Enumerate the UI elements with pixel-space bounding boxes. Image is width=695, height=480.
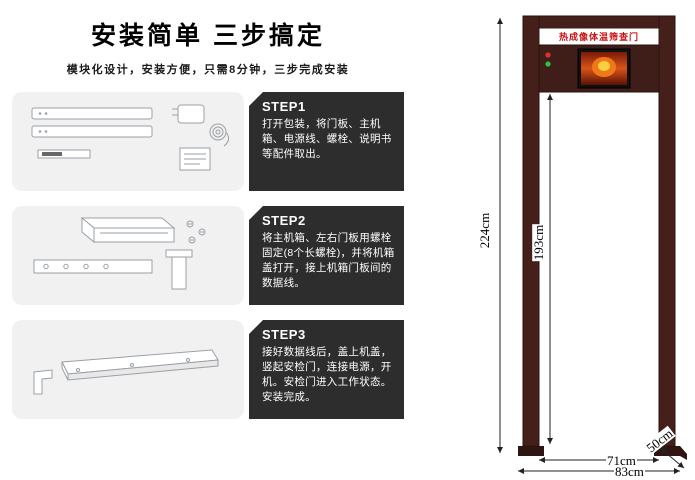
dim-total-height: 224cm	[477, 211, 493, 250]
step2-assembly-sketch	[33, 216, 206, 290]
dim-outer-width: 83cm	[614, 464, 645, 479]
product-figure: 热成像体温筛查门 224cm 193cm 50cm 71cm 83cm	[477, 4, 692, 479]
install-guide: 安装简单 三步搞定 模块化设计，安装方便，只需8分钟，三步完成安装	[12, 16, 404, 419]
walkthrough-door-drawing	[497, 15, 687, 474]
dimension-lines	[497, 18, 685, 474]
step1-text: 打开包装，将门板、主机箱、电源线、螺栓、说明书等配件取出。	[262, 118, 392, 160]
left-foot	[518, 446, 544, 456]
step-row-2: STEP2 将主机箱、左右门板用螺栓固定(8个长螺栓)，并将机箱盖打开，接上机箱…	[12, 206, 404, 305]
step2-box: STEP2 将主机箱、左右门板用螺栓固定(8个长螺栓)，并将机箱盖打开，接上机箱…	[249, 206, 404, 305]
step3-panel-sketch	[33, 349, 219, 395]
door-frame	[518, 15, 687, 460]
step1-label: STEP1	[262, 99, 306, 114]
red-indicator-light	[545, 52, 551, 58]
device-name-label: 热成像体温筛查门	[558, 32, 639, 42]
right-foot-depth	[680, 446, 687, 460]
step1-parts-sketch	[31, 104, 230, 171]
step3-box: STEP3 接好数据线后，盖上机盖，竖起安检门，连接电源，开机。安检门进入工作状…	[249, 320, 404, 419]
step2-label: STEP2	[262, 213, 306, 228]
thermal-screen	[577, 48, 631, 89]
dim-inner-width: 71cm	[606, 453, 637, 468]
step2-text: 将主机箱、左右门板用螺栓固定(8个长螺栓)，并将机箱盖打开，接上机箱门板间的数据…	[262, 232, 395, 289]
page-subtitle: 模块化设计，安装方便，只需8分钟，三步完成安装	[66, 64, 350, 76]
green-indicator-light	[545, 61, 551, 67]
dim-inner-height: 193cm	[531, 223, 547, 262]
step1-illustration	[12, 92, 244, 191]
step3-illustration	[12, 320, 244, 419]
step-row-1: STEP1 打开包装，将门板、主机箱、电源线、螺栓、说明书等配件取出。	[12, 92, 404, 191]
page-title: 安装简单 三步搞定	[91, 22, 325, 50]
step3-label: STEP3	[262, 327, 306, 342]
step-row-3: STEP3 接好数据线后，盖上机盖，竖起安检门，连接电源，开机。安检门进入工作状…	[12, 320, 404, 419]
step1-box: STEP1 打开包装，将门板、主机箱、电源线、螺栓、说明书等配件取出。	[249, 92, 404, 191]
steps-list: STEP1 打开包装，将门板、主机箱、电源线、螺栓、说明书等配件取出。	[12, 92, 404, 419]
step3-text: 接好数据线后，盖上机盖，竖起安检门，连接电源，开机。安检门进入工作状态。安装完成…	[262, 346, 392, 403]
step2-illustration	[12, 206, 244, 305]
control-panel	[538, 44, 660, 93]
